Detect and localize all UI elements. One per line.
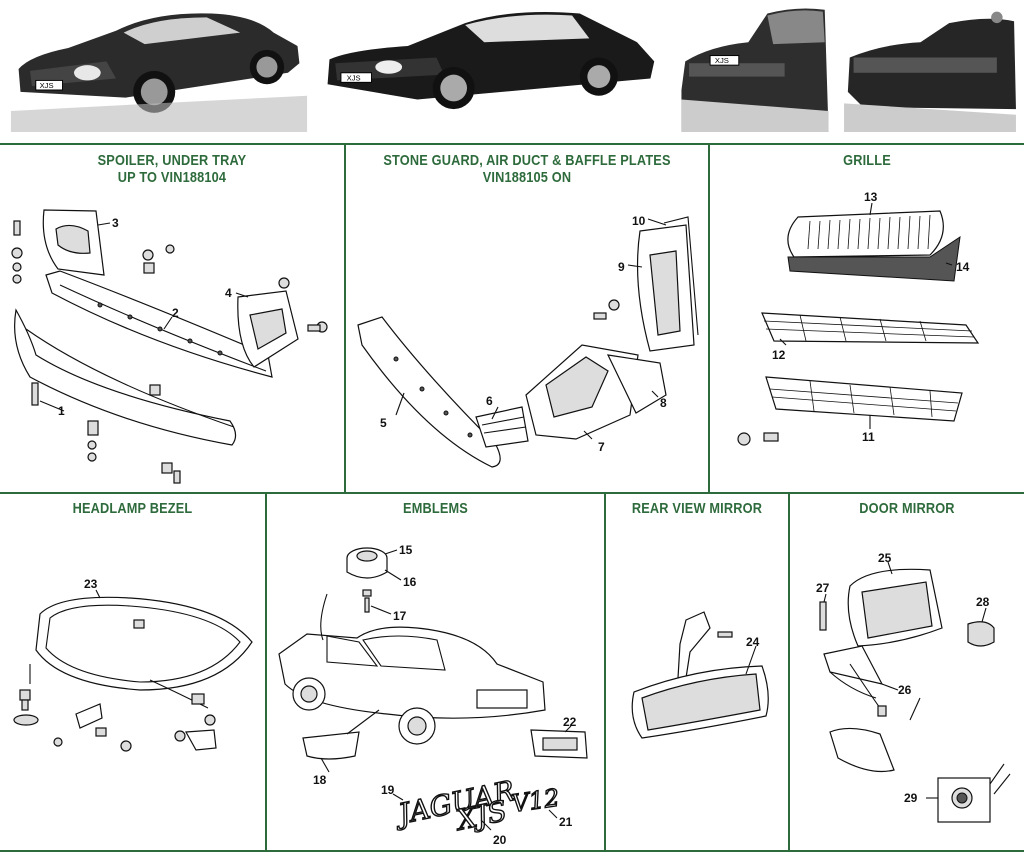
callout-20: 20 — [493, 833, 507, 847]
part-10-seal — [663, 216, 699, 336]
callout-4: 4 — [225, 286, 232, 300]
divider-col-2 — [708, 143, 710, 494]
callout-21: 21 — [559, 815, 573, 829]
part-21-v12-script: V12 — [510, 784, 561, 818]
callout-1: 1 — [58, 404, 65, 418]
divider-col-3 — [265, 492, 267, 852]
part-17-stud — [364, 597, 370, 613]
part-23-headlamp-bezel — [35, 596, 253, 691]
callout-15: 15 — [399, 543, 413, 557]
panel-door-mirror: DOOR MIRROR 25 27 28 26 29 — [790, 494, 1024, 850]
panel-grille: GRILLE 13 14 12 11 — [710, 145, 1024, 492]
part-13-grille — [787, 210, 944, 258]
part-8-baffle — [606, 354, 667, 414]
panel-title: REAR VIEW MIRROR — [631, 500, 763, 517]
panel-spoiler-under-tray: SPOILER, UNDER TRAY UP TO VIN188104 3 4 … — [0, 145, 344, 492]
panel-title: STONE GUARD, AIR DUCT & BAFFLE PLATES VI… — [373, 152, 681, 186]
emblems-diagram: JAGUAR XJS V12 15 16 17 18 22 19 20 21 — [278, 543, 588, 847]
callout-18: 18 — [313, 773, 327, 787]
divider-top — [0, 143, 1024, 145]
part-14-seal — [787, 235, 961, 282]
part-28-grommet — [967, 621, 995, 647]
photo-xjs-coupe-front: XJS — [10, 4, 308, 132]
title-line-2: VIN188105 ON — [482, 169, 572, 186]
title-line-1: STONE GUARD, AIR DUCT & BAFFLE PLATES — [383, 152, 671, 169]
switch-plate — [829, 727, 895, 773]
callout-24: 24 — [746, 635, 760, 649]
title-line-2: UP TO VIN188104 — [117, 169, 227, 186]
callout-10: 10 — [632, 214, 646, 228]
rear-mirror-diagram: 24 — [631, 611, 769, 739]
headlamp-diagram: 23 — [13, 577, 253, 752]
part-11-valance-grille — [765, 376, 963, 422]
callout-11: 11 — [862, 430, 875, 444]
callout-22: 22 — [563, 715, 577, 729]
part-2-under-tray — [45, 270, 273, 378]
photo-3-plate-text: XJS — [715, 56, 729, 65]
panel-headlamp-bezel: HEADLAMP BEZEL 23 — [0, 494, 265, 850]
panel-title: GRILLE — [843, 152, 891, 169]
callout-8: 8 — [660, 396, 667, 410]
callout-25: 25 — [878, 551, 892, 565]
part-18-side-badge — [302, 731, 360, 760]
mirror-mount — [677, 611, 711, 679]
divider-col-4 — [604, 492, 606, 852]
callout-27: 27 — [816, 581, 830, 595]
divider-bottom — [0, 850, 1024, 852]
photo-xjs-convertible-rear — [844, 4, 1016, 132]
callout-2: 2 — [172, 306, 179, 320]
panel-rear-view-mirror: REAR VIEW MIRROR 24 — [606, 494, 788, 850]
panel-stone-guard: STONE GUARD, AIR DUCT & BAFFLE PLATES VI… — [346, 145, 708, 492]
title-line-1: SPOILER, UNDER TRAY — [97, 152, 247, 169]
panel-title: SPOILER, UNDER TRAY UP TO VIN188104 — [26, 152, 318, 186]
callout-16: 16 — [403, 575, 417, 589]
callout-3: 3 — [112, 216, 119, 230]
photo-1-plate-text: XJS — [40, 81, 54, 90]
callout-14: 14 — [956, 260, 970, 274]
panel-title: EMBLEMS — [403, 500, 468, 517]
part-16-badge-base — [346, 558, 388, 579]
part-12-lower-grille — [761, 312, 980, 344]
callout-9: 9 — [618, 260, 625, 274]
callout-23: 23 — [84, 577, 98, 591]
panel-title: DOOR MIRROR — [859, 500, 955, 517]
spoiler-diagram: 3 4 2 1 — [11, 209, 328, 484]
divider-col-1 — [344, 143, 346, 494]
callout-28: 28 — [976, 595, 990, 609]
callout-17: 17 — [393, 609, 407, 623]
callout-7: 7 — [598, 440, 605, 454]
photo-2-plate-text: XJS — [347, 73, 361, 82]
callout-19: 19 — [381, 783, 395, 797]
divider-col-5 — [788, 492, 790, 852]
callout-6: 6 — [486, 394, 493, 408]
part-5-stone-guard — [357, 316, 501, 468]
callout-13: 13 — [864, 190, 878, 204]
panel-emblems: EMBLEMS JAGUAR XJS V12 15 16 17 18 22 19… — [267, 494, 604, 850]
callout-26: 26 — [898, 683, 912, 697]
panel-title: HEADLAMP BEZEL — [72, 500, 193, 517]
photo-xjs-coupe-rear: XJS — [681, 4, 829, 133]
photo-strip: XJS XJS XJS — [0, 0, 1024, 142]
part-1-spoiler — [14, 308, 237, 446]
callout-5: 5 — [380, 416, 387, 430]
part-27-screw — [819, 601, 827, 631]
grille-diagram: 13 14 12 11 — [737, 190, 980, 446]
callout-12: 12 — [772, 348, 786, 362]
part-6-duct — [475, 406, 529, 448]
door-mirror-diagram: 25 27 28 26 29 — [816, 551, 1011, 823]
stone-guard-diagram: 10 9 5 6 8 7 — [357, 214, 699, 468]
divider-middle — [0, 492, 1024, 494]
callout-29: 29 — [904, 791, 918, 805]
photo-xjs-convertible-front: XJS — [321, 4, 657, 132]
